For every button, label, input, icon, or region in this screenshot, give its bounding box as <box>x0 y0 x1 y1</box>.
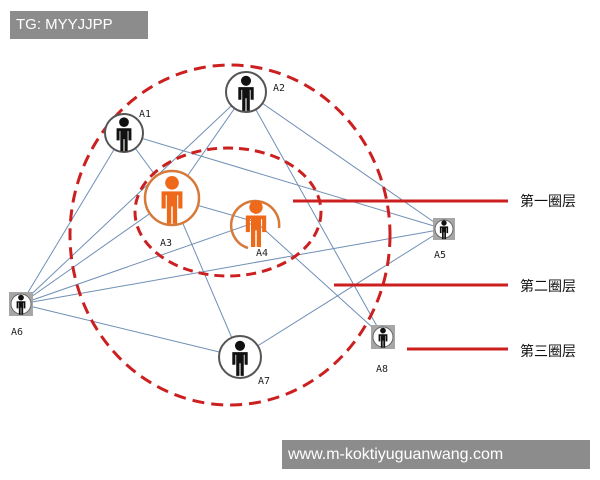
node-a3: A3 <box>143 169 201 249</box>
edge-a3-a7 <box>171 197 241 358</box>
edge-a1-a5 <box>123 132 445 230</box>
edge-a7-a5 <box>239 228 445 358</box>
edge-a6-a3 <box>20 197 173 305</box>
node-a2: A2 <box>225 71 285 113</box>
node-label-a6: A6 <box>11 327 23 338</box>
layer-label-first: 第一圈层 <box>520 193 576 210</box>
edge-a2-a5 <box>245 91 445 230</box>
edge-a6-a2 <box>20 91 247 305</box>
layer-label-third: 第三圈层 <box>520 343 576 360</box>
watermark-top: TG: MYYJJPP <box>10 11 148 39</box>
node-label-a3: A3 <box>160 238 172 249</box>
inner-ring <box>133 146 323 278</box>
node-a6: A6 <box>9 292 33 338</box>
node-a1: A1 <box>104 109 151 153</box>
node-a4: A4 <box>229 199 281 259</box>
node-label-a1: A1 <box>139 109 151 120</box>
node-a7: A7 <box>218 335 270 387</box>
edge-a6-a4 <box>20 221 257 305</box>
node-a8: A8 <box>371 325 395 375</box>
node-label-a5: A5 <box>434 250 446 261</box>
watermark-bottom: www.m-koktiyuguanwang.com <box>282 440 590 469</box>
node-label-a4: A4 <box>256 248 268 259</box>
edge-a2-a8 <box>245 91 384 338</box>
connection-lines <box>20 91 445 358</box>
edge-a6-a7 <box>20 303 241 358</box>
person-icon <box>245 200 267 247</box>
layer-label-second: 第二圈层 <box>520 278 576 295</box>
node-label-a7: A7 <box>258 376 270 387</box>
edge-a6-a5 <box>20 228 445 305</box>
outer-ring <box>68 63 392 407</box>
node-label-a8: A8 <box>376 364 388 375</box>
node-label-a2: A2 <box>273 83 285 94</box>
edge-a6-a1 <box>20 132 125 305</box>
edge-a4-a8 <box>255 221 384 338</box>
node-a5: A5 <box>433 218 455 261</box>
